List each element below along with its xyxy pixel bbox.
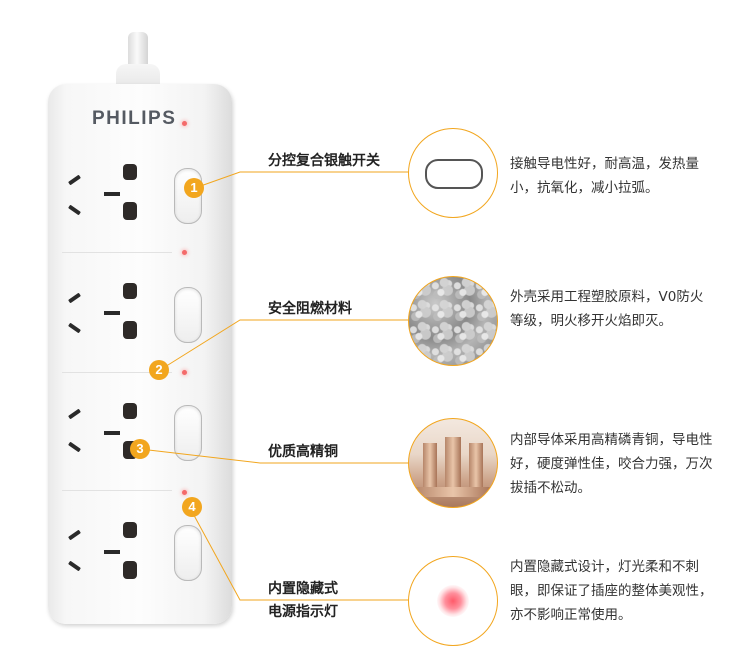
- socket-ground-hole: [123, 403, 137, 419]
- callout-line-3: [139, 448, 412, 464]
- feature-label-4a: 内置隐藏式: [268, 581, 338, 597]
- flame-retardant-material-icon: [408, 276, 498, 366]
- feature-label-1: 分控复合银触开关: [268, 153, 380, 169]
- indicator-led: [182, 121, 187, 126]
- callout-number-2: 2: [149, 360, 169, 380]
- socket-ground-hole: [123, 164, 137, 180]
- callout-number-3: 3: [130, 439, 150, 459]
- indicator-led: [182, 490, 187, 495]
- callout-number-1: 1: [184, 178, 204, 198]
- socket-switch-3: [174, 405, 202, 461]
- socket-hole: [123, 561, 137, 579]
- socket-ground-hole: [123, 522, 137, 538]
- callout-line-2: [159, 319, 412, 371]
- switch-closeup-icon: [408, 128, 498, 218]
- module-divider: [62, 252, 172, 253]
- socket-hole: [123, 321, 137, 339]
- socket-switch-2: [174, 287, 202, 343]
- socket-switch-4: [174, 525, 202, 581]
- indicator-led: [182, 250, 187, 255]
- indicator-light-icon: [408, 556, 498, 646]
- feature-description-2: 外壳采用工程塑胶原料，V0防火等级，明火移开火焰即灭。: [510, 289, 704, 329]
- feature-label-3: 优质高精铜: [268, 444, 338, 460]
- socket-slot: [104, 311, 120, 315]
- callout-number-4: 4: [182, 497, 202, 517]
- module-divider: [62, 372, 172, 373]
- copper-conductor-icon: [408, 418, 498, 508]
- socket-hole: [123, 202, 137, 220]
- indicator-led: [182, 370, 187, 375]
- brand-logo: PHILIPS: [92, 108, 177, 129]
- feature-description-3: 内部导体采用高精磷青铜，导电性好，硬度弹性佳，咬合力强，万次拔插不松动。: [510, 432, 713, 496]
- module-divider: [62, 490, 172, 491]
- feature-label-2: 安全阻燃材料: [268, 301, 352, 317]
- socket-ground-hole: [123, 283, 137, 299]
- socket-slot: [104, 431, 120, 435]
- callout-line-4: [189, 507, 412, 601]
- callout-line-1: [194, 171, 412, 189]
- socket-slot: [104, 550, 120, 554]
- socket-slot: [104, 192, 120, 196]
- feature-description-4: 内置隐藏式设计，灯光柔和不刺眼，即保证了插座的整体美观性，亦不影响正常使用。: [510, 559, 713, 623]
- feature-description-1: 接触导电性好，耐高温，发热量小，抗氧化，减小拉弧。: [510, 156, 699, 196]
- feature-label-4b: 电源指示灯: [268, 604, 338, 620]
